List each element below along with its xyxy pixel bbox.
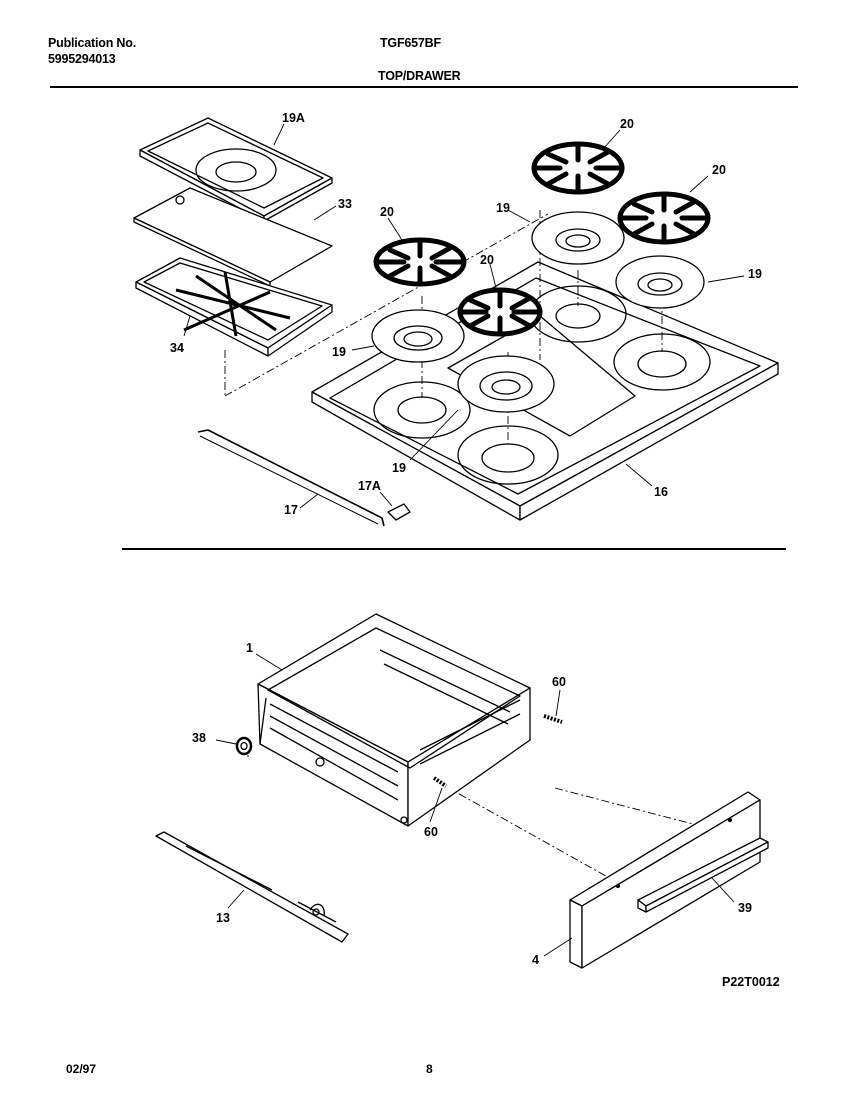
nut-part-38	[235, 736, 253, 756]
label-13: 13	[216, 911, 230, 925]
label-20-back: 20	[620, 117, 634, 131]
footer-page-number: 8	[426, 1062, 433, 1076]
label-19-back: 19	[496, 201, 510, 215]
label-19-left: 19	[332, 345, 346, 359]
burner-bowl-right	[615, 255, 705, 309]
clip-part-17A	[387, 503, 411, 521]
section-title: TOP/DRAWER	[378, 69, 461, 83]
label-19A: 19A	[282, 111, 305, 125]
burner-bowl-front-center	[457, 355, 555, 413]
label-4: 4	[532, 953, 539, 967]
label-17: 17	[284, 503, 298, 517]
label-33: 33	[338, 197, 352, 211]
handle-part-39	[637, 837, 769, 913]
label-19-right: 19	[748, 267, 762, 281]
screw-part-60-left	[432, 776, 448, 788]
pan-part-34	[135, 257, 333, 357]
label-20-left: 20	[380, 205, 394, 219]
screw-part-60-right	[543, 714, 563, 724]
slide-rail-part-13	[155, 831, 349, 943]
grate-left	[373, 237, 467, 287]
label-60-right: 60	[552, 675, 566, 689]
burner-bowls-part-19	[371, 211, 705, 413]
header-rule	[50, 86, 798, 88]
grate-back	[531, 141, 625, 195]
burner-bowl-back-center	[531, 211, 625, 265]
label-19-front: 19	[392, 461, 406, 475]
label-16: 16	[654, 485, 668, 499]
grate-right	[617, 191, 711, 245]
section-divider	[122, 548, 786, 550]
burner-bowl-left	[371, 309, 465, 363]
footer-date: 02/97	[66, 1062, 97, 1076]
drawer-front-part-4	[569, 791, 761, 969]
publication-number: 5995294013	[48, 52, 116, 66]
label-20-center: 20	[480, 253, 494, 267]
label-38: 38	[192, 731, 206, 745]
publication-label: Publication No.	[48, 36, 136, 50]
label-20-right: 20	[712, 163, 726, 177]
label-34: 34	[170, 341, 184, 355]
grates-part-20	[373, 141, 711, 337]
rod-part-17	[197, 429, 385, 527]
label-60-left: 60	[424, 825, 438, 839]
model-number: TGF657BF	[380, 36, 441, 50]
label-39: 39	[738, 901, 752, 915]
grate-center	[457, 287, 543, 337]
drawer-part-1	[257, 613, 531, 827]
label-17A: 17A	[358, 479, 381, 493]
diagram-code: P22T0012	[722, 975, 780, 989]
label-1: 1	[246, 641, 253, 655]
